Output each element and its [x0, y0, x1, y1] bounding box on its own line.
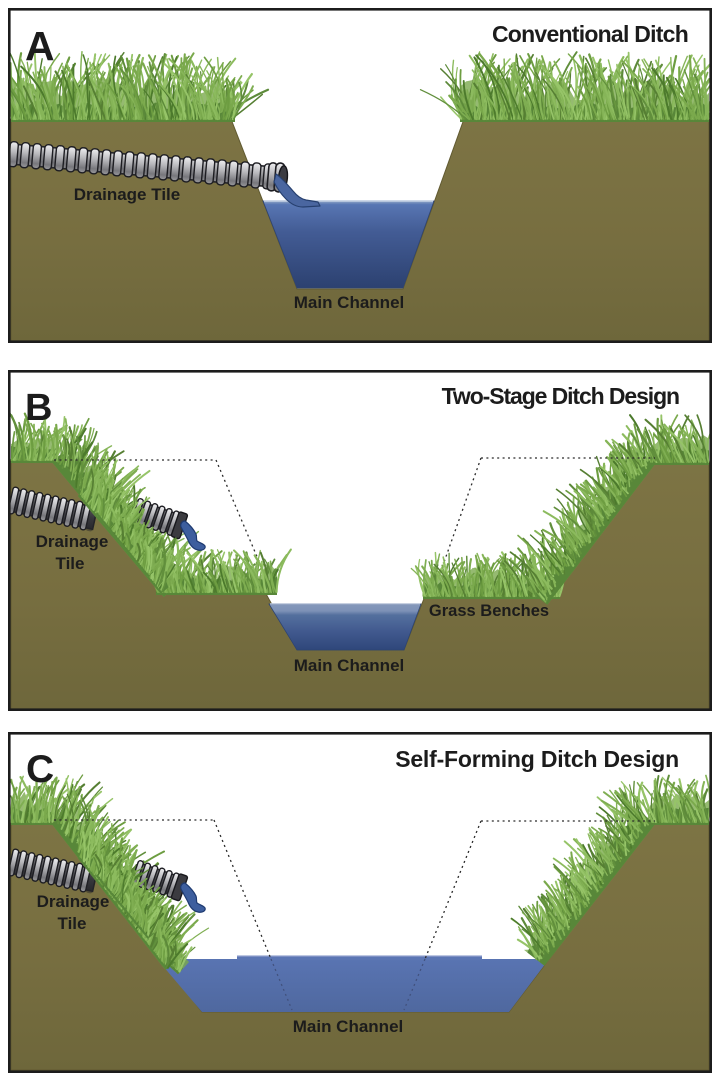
svg-text:Grass Benches: Grass Benches [429, 602, 549, 620]
svg-text:Tile: Tile [58, 914, 87, 933]
svg-text:Main Channel: Main Channel [294, 293, 405, 312]
svg-text:Drainage: Drainage [37, 892, 110, 911]
svg-text:Drainage Tile: Drainage Tile [74, 185, 180, 204]
svg-text:A: A [25, 23, 55, 69]
svg-text:Drainage: Drainage [36, 532, 109, 551]
svg-text:Tile: Tile [56, 554, 85, 573]
svg-text:Conventional Ditch: Conventional Ditch [492, 21, 688, 47]
svg-text:Main Channel: Main Channel [293, 1017, 404, 1036]
svg-text:Two-Stage Ditch Design: Two-Stage Ditch Design [442, 383, 679, 409]
svg-text:Self-Forming Ditch Design: Self-Forming Ditch Design [395, 746, 679, 772]
svg-text:B: B [25, 387, 52, 429]
svg-text:Main Channel: Main Channel [294, 656, 405, 675]
svg-text:C: C [26, 748, 54, 791]
